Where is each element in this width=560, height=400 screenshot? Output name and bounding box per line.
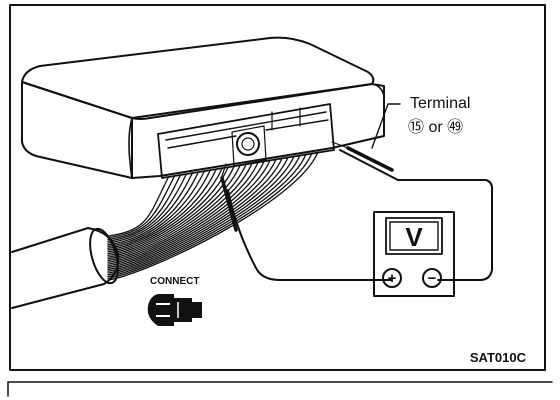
connect-label: CONNECT <box>150 276 199 287</box>
negative-probe-lead <box>331 141 493 281</box>
harness-wire <box>107 171 205 248</box>
positive-terminal <box>382 268 402 288</box>
terminal-label: Terminal <box>410 95 470 112</box>
harness-wire <box>107 164 241 258</box>
harness-wire <box>107 177 169 237</box>
positive-probe-lead <box>220 163 393 281</box>
control-unit <box>21 36 385 179</box>
wire-harness <box>107 151 319 281</box>
harness-connector <box>157 103 335 179</box>
harness-wire <box>107 162 253 262</box>
negative-terminal-sign: − <box>428 270 437 287</box>
harness-wire <box>107 172 199 246</box>
figure-frame <box>9 4 546 371</box>
harness-wire <box>107 165 235 257</box>
figure-code: SAT010C <box>470 350 527 365</box>
negative-terminal <box>422 268 442 288</box>
harness-wire <box>107 169 217 251</box>
harness-wire <box>107 157 283 271</box>
positive-terminal-sign: + <box>388 270 397 287</box>
harness-sheath <box>11 227 120 309</box>
harness-wire <box>107 166 229 255</box>
connector-icon <box>147 294 202 326</box>
harness-wire <box>107 174 187 242</box>
harness-wire <box>107 154 301 276</box>
harness-wire <box>107 167 223 253</box>
harness-wire <box>107 159 271 267</box>
harness-wire <box>107 161 259 264</box>
harness-wire <box>107 160 265 265</box>
voltmeter: V + − <box>373 211 455 297</box>
harness-wire <box>107 176 175 239</box>
harness-wire <box>107 151 319 281</box>
harness-wire <box>107 152 313 279</box>
terminal-callout: Terminal ⑮ or ㊾ <box>371 95 470 149</box>
harness-wire <box>107 155 295 274</box>
meter-display <box>385 217 443 255</box>
harness-wire <box>107 163 247 260</box>
terminal-numbers: ⑮ or ㊾ <box>408 118 463 136</box>
harness-wire <box>107 153 307 278</box>
meter-symbol: V <box>405 222 423 252</box>
connect-symbol: CONNECT <box>147 276 202 326</box>
harness-wire <box>107 170 211 249</box>
harness-wire <box>107 158 277 269</box>
harness-wire <box>107 156 289 272</box>
harness-wire <box>107 173 193 244</box>
harness-wire <box>107 175 181 241</box>
